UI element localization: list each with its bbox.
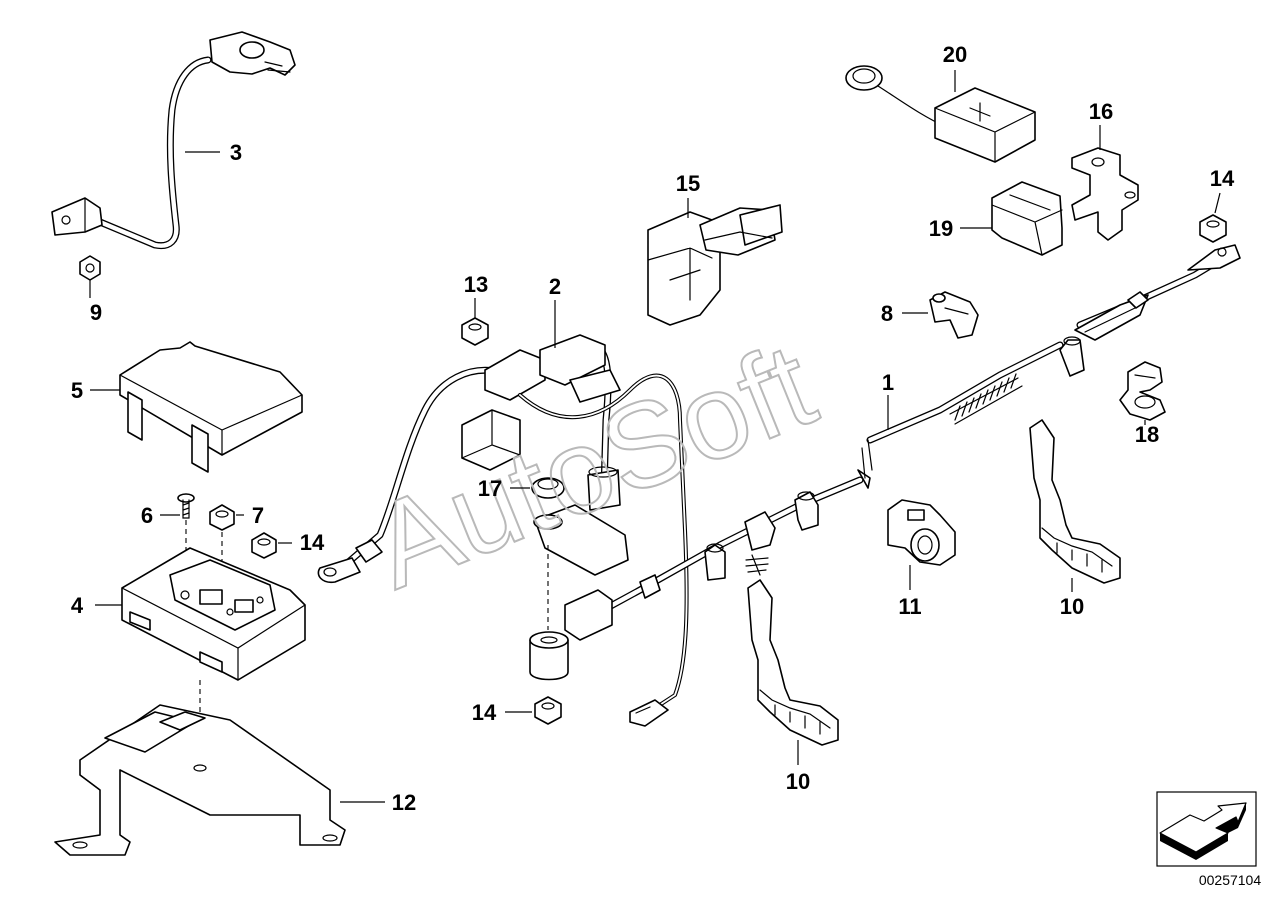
part-5-cover: [119, 341, 303, 473]
callouts: 3 9 5 6 7 14 4 12 13 2 17 14 15 8 1 11 1…: [71, 42, 1235, 815]
callout-13: 13: [464, 272, 488, 297]
part-14-nut-b: [534, 696, 562, 725]
part-10-clip-a: [747, 579, 839, 746]
spacer-sleeve: [529, 631, 569, 681]
callout-14-a: 14: [300, 530, 325, 555]
callout-6: 6: [141, 503, 153, 528]
part-4-junction-block: [121, 547, 306, 770]
part-17-grommet: [531, 477, 565, 499]
callout-1: 1: [882, 370, 894, 395]
part-11-clamp: [887, 499, 956, 566]
part-18-clip: [1119, 361, 1166, 421]
callout-10-a: 10: [786, 769, 810, 794]
part-20-terminal-cap: [845, 65, 1036, 163]
part-15-connector: [647, 204, 783, 326]
part-16-bracket: [1071, 147, 1139, 241]
callout-10-b: 10: [1060, 594, 1084, 619]
callout-15: 15: [676, 171, 700, 196]
part-19-cover: [991, 181, 1063, 256]
part-9-nut: [79, 255, 101, 281]
corrugated-sleeve: [949, 373, 1023, 425]
callout-7: 7: [252, 503, 264, 528]
callout-12: 12: [392, 790, 416, 815]
callout-11: 11: [898, 594, 921, 619]
callout-5: 5: [71, 378, 83, 403]
part-2-cable-harness: [317, 334, 629, 630]
part-12-bracket: [54, 704, 346, 856]
part-14-nut-a: [251, 532, 277, 559]
sensor-wire: [518, 373, 689, 727]
callout-14-c: 14: [1210, 166, 1235, 191]
callout-20: 20: [943, 42, 967, 67]
callout-19: 19: [929, 216, 953, 241]
callout-16: 16: [1089, 99, 1113, 124]
leader-lines: [89, 70, 1221, 803]
callout-8: 8: [881, 301, 893, 326]
part-14-nut-c: [1199, 214, 1227, 243]
callout-4: 4: [71, 593, 84, 618]
corner-badge: 00257104: [1156, 791, 1262, 888]
part-8-clip: [929, 291, 979, 339]
part-13-nut: [461, 317, 489, 346]
callout-3: 3: [230, 140, 242, 165]
callout-9: 9: [90, 300, 102, 325]
part-3-battery-cable: [51, 31, 296, 250]
callout-18: 18: [1135, 422, 1159, 447]
part-1-main-harness: [564, 244, 1241, 641]
callout-2: 2: [549, 274, 561, 299]
callout-17: 17: [478, 476, 502, 501]
part-10-clip-b: [1029, 419, 1121, 584]
arrow-icon: [1159, 802, 1247, 860]
callout-14-b: 14: [472, 700, 497, 725]
document-number: 00257104: [1199, 872, 1262, 888]
